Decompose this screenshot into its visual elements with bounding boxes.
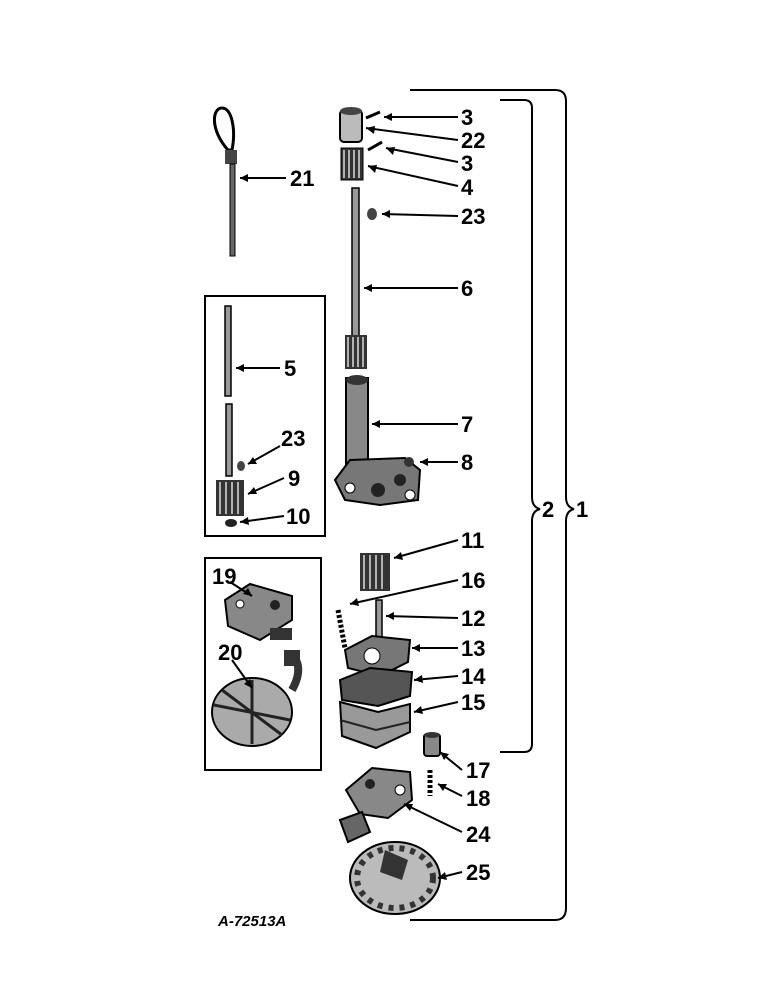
- valve-part-17: [423, 732, 441, 757]
- callout-14: 14: [461, 664, 486, 689]
- callout-22: 22: [461, 128, 485, 153]
- oil-pump-shaft-kit-box: [204, 295, 326, 537]
- pump-cover-part-15: [338, 700, 411, 750]
- callout-23-lower: 23: [281, 426, 305, 451]
- leader-lines: [229, 113, 463, 880]
- spring-part-16: [335, 609, 348, 649]
- callout-16: 16: [461, 568, 485, 593]
- bracket-1: [410, 89, 575, 921]
- callout-10: 10: [286, 504, 310, 529]
- callout-4: 4: [461, 175, 474, 200]
- callout-2: 2: [542, 497, 554, 522]
- callout-11: 11: [461, 528, 484, 553]
- callout-20: 20: [218, 640, 242, 665]
- callout-17: 17: [466, 758, 490, 783]
- pump-body-part: [333, 375, 422, 507]
- screen-cover-part: [223, 582, 293, 642]
- callout-labels: 3 22 3 4 23 21 6 5 7 23 8 9 10 11 19 16 …: [212, 105, 588, 885]
- callout-7: 7: [461, 412, 473, 437]
- plate-part-14: [338, 666, 414, 708]
- callout-9: 9: [288, 466, 300, 491]
- pin-part-upper: [365, 110, 381, 120]
- callout-3-lower: 3: [461, 151, 473, 176]
- idler-gear-part: [360, 553, 390, 591]
- oil-screen-part: [211, 650, 303, 747]
- gasket-part-13: [343, 634, 412, 678]
- ball-part-8: [404, 457, 414, 467]
- boxed-shaft-part: [224, 305, 233, 477]
- callout-19: 19: [212, 564, 236, 589]
- callout-6: 6: [461, 276, 473, 301]
- retainer-part-10: [225, 519, 237, 527]
- ball-part-upper: [367, 208, 377, 220]
- callout-13: 13: [461, 636, 485, 661]
- ball-part-lower: [237, 461, 245, 471]
- callout-21: 21: [290, 166, 314, 191]
- callout-15: 15: [461, 690, 485, 715]
- pump-shaft-part: [345, 187, 367, 369]
- bracket-2: [500, 99, 541, 753]
- callout-18: 18: [466, 786, 490, 811]
- drive-sleeve-part: [339, 107, 363, 143]
- callout-8: 8: [461, 450, 473, 475]
- strainer-part-25: [349, 841, 441, 915]
- pin-part-lower: [367, 140, 383, 152]
- callout-25: 25: [466, 860, 490, 885]
- oil-screen-kit-box: [204, 557, 322, 771]
- callout-12: 12: [461, 606, 485, 631]
- callout-23-upper: 23: [461, 204, 485, 229]
- callout-5: 5: [284, 356, 296, 381]
- pump-base-part-24: [338, 766, 414, 844]
- callout-24: 24: [466, 822, 491, 847]
- boxed-gear-part: [216, 480, 244, 516]
- callout-3-upper: 3: [461, 105, 473, 130]
- drive-gear-part: [340, 147, 364, 181]
- dipstick-part: [213, 106, 237, 257]
- callout-1: 1: [576, 497, 588, 522]
- drawing-code: A-72513A: [217, 913, 286, 930]
